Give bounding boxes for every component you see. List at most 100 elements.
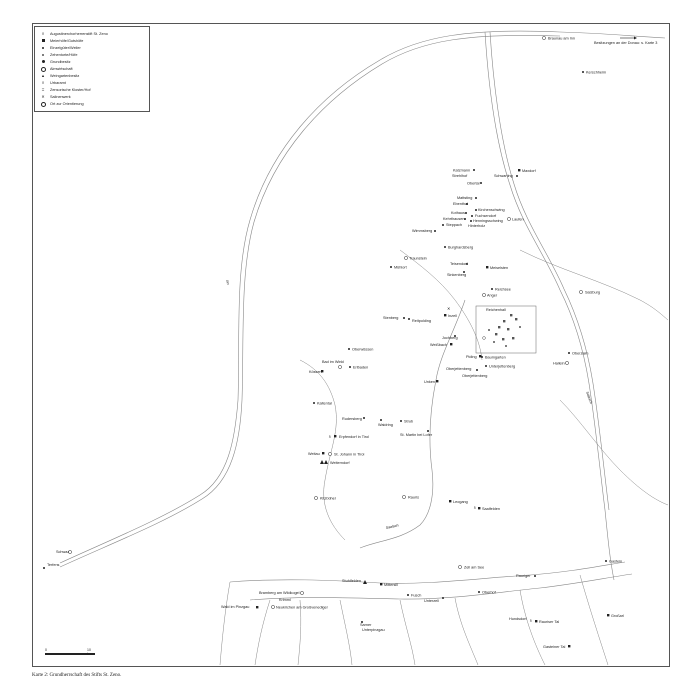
label-oberhof: Oberhof bbox=[482, 591, 497, 595]
marker-steppach bbox=[442, 224, 444, 226]
reichenhall-inset bbox=[475, 305, 537, 354]
label-kothaus: Kothaus bbox=[451, 211, 465, 215]
marker-erpfendorf bbox=[334, 435, 337, 438]
side-valley-7 bbox=[579, 574, 609, 666]
inset-marker-8 bbox=[512, 337, 515, 340]
marker-piding bbox=[479, 355, 482, 358]
side-valley-6 bbox=[254, 599, 271, 666]
label-unken: Unken bbox=[424, 380, 435, 384]
marker-oberhof bbox=[478, 591, 480, 593]
label-kerschheim: Kerschheim bbox=[586, 71, 606, 75]
legend-label: Einzelgüter/Weiler bbox=[50, 45, 81, 50]
label-oberzaim: Oberzaim bbox=[572, 352, 588, 356]
stream-east bbox=[559, 399, 669, 506]
marker-erlbaden bbox=[338, 365, 342, 369]
marker-salzburg bbox=[579, 290, 583, 294]
label-erlbaden: Erlbaden bbox=[353, 366, 368, 370]
label-wimmsberg: Wimmsberg bbox=[412, 229, 432, 233]
label-hallein: Hallein bbox=[553, 362, 565, 366]
label-maxdorf: Maxdorf bbox=[522, 169, 537, 173]
inset-marker-10 bbox=[519, 326, 521, 328]
salzach-river-bank bbox=[489, 31, 610, 511]
legend-label: Ort zur Orientierung bbox=[50, 102, 84, 107]
label-katzmann: Katzmann bbox=[453, 169, 470, 173]
marker-neukirchen bbox=[271, 605, 275, 609]
legend-label: Meierhöfe/Gutshöfe bbox=[50, 38, 84, 43]
inset-marker-4 bbox=[498, 326, 501, 329]
propst-icon: ♗ bbox=[41, 31, 45, 36]
marker-mittersill bbox=[380, 583, 383, 586]
scale-bar-graphic bbox=[45, 653, 95, 655]
label-grossarl: Großarl bbox=[611, 614, 624, 618]
legend-row: Grundbesitz bbox=[39, 58, 145, 65]
label-piding: Piding bbox=[466, 355, 477, 359]
inset-marker-9 bbox=[488, 329, 490, 331]
legend-label: Zehentorte/Höfe bbox=[50, 52, 78, 57]
propst-icon: ♗ bbox=[41, 81, 45, 86]
inset-marker-12 bbox=[505, 345, 507, 347]
label-inzell: Inzell bbox=[448, 314, 457, 318]
label-sinkenberg: Sinkenberg bbox=[447, 273, 466, 277]
marker-burghardsberg bbox=[444, 246, 446, 248]
label-sarner: Sarner bbox=[360, 623, 372, 627]
small-dot-icon bbox=[39, 53, 47, 56]
marker-st-martin bbox=[427, 430, 429, 432]
side-valley-2 bbox=[339, 599, 353, 666]
label-muehlort: Mühlort bbox=[394, 266, 408, 270]
stream-tirol bbox=[299, 359, 346, 541]
marker-stenberg bbox=[403, 317, 405, 319]
legend-label: Weingartenbesitz bbox=[50, 74, 80, 79]
open-circle-icon bbox=[39, 66, 47, 72]
propst-icon-saalfelden: ♗ bbox=[473, 506, 476, 510]
open-circle-icon bbox=[39, 101, 47, 107]
label-wald: Wald im Pinzgau bbox=[221, 605, 249, 609]
marker-gasteiner-tal bbox=[568, 645, 571, 648]
marker-fusch bbox=[407, 594, 409, 596]
label-unterpinzgau: Unterpinzgau bbox=[362, 628, 385, 632]
inn-river bbox=[59, 30, 666, 564]
marker-meiselsten bbox=[486, 266, 489, 269]
legend-label: Zensorische Kloster/Hof bbox=[50, 88, 91, 93]
marker-kitzbuehel bbox=[314, 496, 318, 500]
marker-hallein bbox=[565, 361, 569, 365]
note-donau: Besitzungen an der Donau: s. Karte 3 bbox=[594, 41, 657, 45]
marker-kerschheim bbox=[582, 71, 584, 73]
marker-katzmann bbox=[473, 169, 475, 171]
marker-koessen bbox=[321, 370, 324, 373]
label-burghardsberg: Burghardsberg bbox=[448, 246, 473, 250]
label-traunstein: Traunstein bbox=[409, 257, 427, 261]
inset-title: Reichenhall bbox=[486, 308, 506, 312]
marker-rauris-open bbox=[402, 495, 406, 499]
inset-marker-13 bbox=[482, 336, 486, 340]
label-kirchenschwing: Kirchenschwing bbox=[478, 208, 505, 212]
label-reitpolding: Reitpolding bbox=[412, 319, 431, 323]
label-obertal: Obertal bbox=[467, 182, 480, 186]
label-terfens: Terfens bbox=[47, 563, 60, 567]
legend-label: Augustinerchorherrenstift St. Zeno bbox=[50, 31, 108, 36]
label-oberjettenberg: Oberjettenberg bbox=[462, 374, 487, 378]
label-krimml: Krimml bbox=[279, 598, 291, 602]
label-neukirchen: Neukirchen am Großvenediger bbox=[276, 606, 329, 610]
scale-end-label: 10 km bbox=[87, 648, 92, 656]
label-hinterholz: Hinterholz bbox=[468, 224, 485, 228]
marker-st-johann bbox=[328, 452, 332, 456]
marker-laufen bbox=[507, 217, 511, 221]
legend-row: Einzelgüter/Weiler bbox=[39, 44, 145, 51]
marker-terfens bbox=[43, 567, 45, 569]
legend-label: Urbaramt bbox=[50, 81, 66, 86]
legend-row: ▲Weingartenbesitz bbox=[39, 73, 145, 80]
label-oberjettenberg-left: Oberjettenberg bbox=[446, 367, 471, 371]
marker-braunau bbox=[542, 36, 546, 40]
label-schwaz: Schwaz bbox=[56, 550, 69, 554]
side-valley-5 bbox=[519, 589, 546, 666]
label-erpfendorf: Erpfendorf in Tirol bbox=[339, 435, 369, 439]
label-st-martin: St. Martin bei Lofer bbox=[400, 433, 433, 437]
small-dot-icon bbox=[39, 46, 47, 49]
inset-marker-2 bbox=[515, 318, 518, 321]
inset-marker-3 bbox=[503, 320, 506, 323]
marker-gastein bbox=[605, 560, 607, 562]
label-ebenthal: Ebenthal bbox=[453, 202, 468, 206]
legend-row: Zehentorte/Höfe bbox=[39, 51, 145, 58]
marker-rauriser-tal bbox=[535, 620, 538, 623]
legend-label: Grundbesitz bbox=[50, 59, 71, 64]
